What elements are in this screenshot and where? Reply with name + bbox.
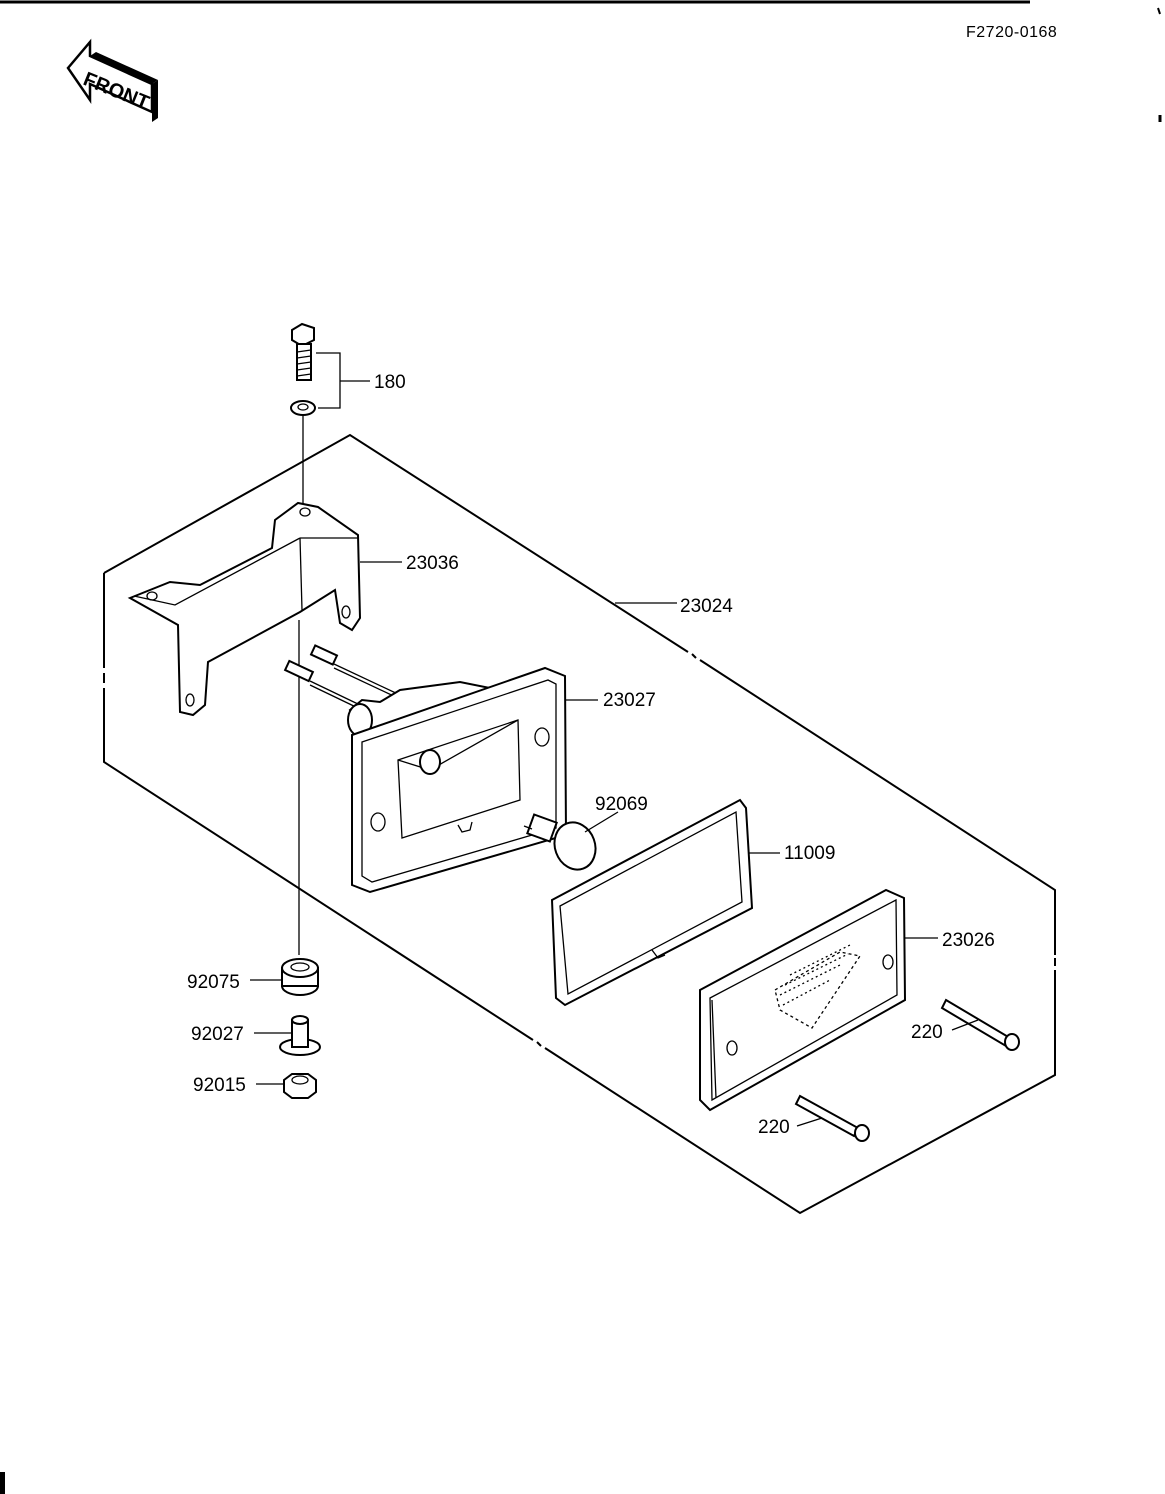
lamp-housing-icon: [347, 666, 568, 894]
bracket-icon: [127, 501, 362, 717]
callout-92015: 92015: [193, 1075, 246, 1096]
callout-bracket-180: [316, 352, 370, 409]
callout-line-92069: [584, 811, 619, 833]
nut-icon: [283, 1073, 317, 1099]
callout-220-upper: 220: [911, 1022, 943, 1043]
assembly-outline: [103, 433, 1056, 1215]
front-arrow-icon: FRONT: [66, 38, 158, 122]
bulb-icon: [523, 813, 597, 871]
callout-line-220-upper: [951, 1019, 979, 1031]
callout-220-lower: 220: [758, 1117, 790, 1138]
callout-23027: 23027: [603, 690, 656, 711]
gasket-icon: [550, 798, 754, 1007]
callout-23036: 23036: [406, 553, 459, 574]
lens-icon: [699, 888, 907, 1112]
right-margin-mark-2: [1157, 7, 1161, 15]
callout-92069: 92069: [595, 794, 648, 815]
callout-line-220-lower: [796, 1117, 823, 1127]
callout-180: 180: [374, 372, 406, 393]
callout-11009: 11009: [784, 843, 835, 864]
screw-lower-icon: [794, 1094, 870, 1142]
grommet-icon: [281, 958, 319, 996]
bolt-icon: [291, 322, 315, 381]
wire-terminal-icon: [283, 644, 401, 710]
drawing-code: F2720-0168: [966, 24, 1057, 41]
corner-mark: [0, 1472, 5, 1494]
callout-23024: 23024: [680, 596, 733, 617]
washer-icon: [290, 400, 316, 416]
collar-icon: [279, 1015, 321, 1056]
callout-92027: 92027: [191, 1024, 244, 1045]
callout-92075: 92075: [187, 972, 240, 993]
screw-upper-icon: [940, 998, 1020, 1051]
callout-23026: 23026: [942, 930, 995, 951]
